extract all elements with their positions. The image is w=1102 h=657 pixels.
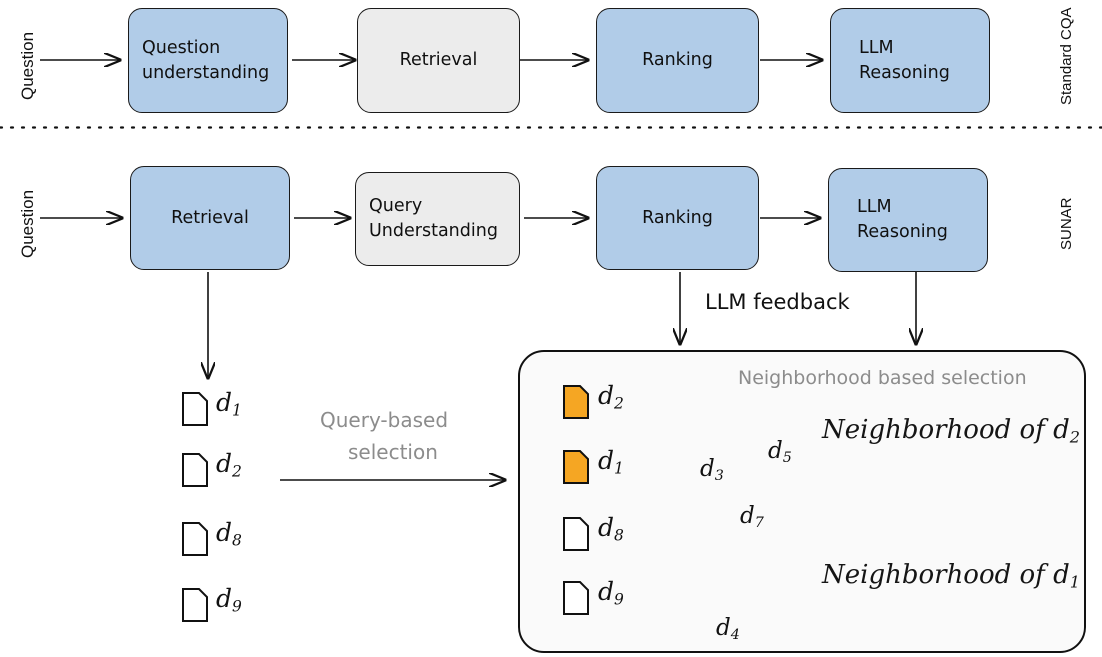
doc-letter: d — [700, 456, 715, 482]
document-icon — [182, 522, 208, 556]
caption-subscript: 2 — [1069, 427, 1080, 447]
panel-doc-label-d8: d8 — [598, 513, 624, 544]
doc-subscript: 3 — [714, 467, 724, 484]
box-line: Retrieval — [171, 207, 249, 228]
doc-label-d2: d2 — [216, 449, 242, 480]
doc-subscript: 2 — [614, 394, 624, 413]
doc-letter: d — [598, 513, 615, 542]
doc-letter: d — [768, 438, 783, 464]
document-icon — [563, 517, 589, 551]
box-line: Reasoning — [857, 222, 948, 242]
row1-side-label: Standard CQA — [1058, 7, 1075, 105]
doc-subscript: 9 — [614, 590, 624, 609]
box-line: Retrieval — [399, 50, 478, 71]
panel-doc-label-d9: d9 — [598, 577, 624, 608]
box-line: Ranking — [642, 207, 713, 228]
box-retrieval-standard[interactable]: Retrieval — [357, 8, 520, 113]
doc-label-d9: d9 — [216, 584, 242, 615]
panel-doc-label-d1: d1 — [598, 446, 624, 477]
doc-subscript: 7 — [754, 514, 764, 531]
box-retrieval-sunar[interactable]: Retrieval — [130, 166, 290, 270]
doc-letter: d — [216, 518, 233, 547]
doc-subscript: 4 — [730, 626, 740, 643]
row1-input-label: Question — [18, 31, 37, 100]
doc-letter: d — [716, 615, 731, 641]
caption-text: Neighborhood of d — [822, 560, 1070, 590]
doc-subscript: 8 — [232, 531, 242, 550]
doc-letter: d — [598, 577, 615, 606]
document-icon-selected — [563, 385, 589, 419]
box-query-understanding[interactable]: Query Understanding — [355, 172, 520, 266]
row2-side-label: SUNAR — [1058, 197, 1075, 250]
query-selection-label-line1: Query-based — [320, 408, 449, 432]
box-llm-reasoning-standard[interactable]: LLM Reasoning — [830, 8, 990, 113]
caption-text: Neighborhood of d — [822, 415, 1070, 445]
box-line: Query — [369, 196, 423, 217]
box-llm-reasoning-sunar[interactable]: LLM Reasoning — [828, 168, 988, 272]
doc-letter: d — [216, 584, 233, 613]
doc-letter: d — [598, 446, 615, 475]
doc-letter: d — [740, 503, 755, 529]
doc-letter: d — [216, 449, 233, 478]
doc-subscript: 1 — [614, 459, 624, 478]
document-icon — [182, 392, 208, 426]
document-icon-selected — [563, 450, 589, 484]
doc-letter: d — [216, 388, 233, 417]
document-icon — [563, 581, 589, 615]
doc-letter: d — [598, 381, 615, 410]
doc-subscript: 9 — [232, 597, 242, 616]
row2-input-label: Question — [18, 189, 37, 258]
box-line: LLM — [857, 197, 892, 218]
box-ranking-sunar[interactable]: Ranking — [596, 166, 759, 270]
doc-label-d8: d8 — [216, 518, 242, 549]
panel-title: Neighborhood based selection — [738, 367, 1027, 389]
cluster1-node-label-d3: d3 — [700, 456, 724, 484]
doc-label-d1: d1 — [216, 388, 242, 419]
doc-subscript: 2 — [232, 462, 242, 481]
llm-feedback-label: LLM feedback — [705, 290, 850, 314]
cluster2-caption: Neighborhood of d1 — [822, 560, 1080, 592]
doc-subscript: 5 — [782, 449, 792, 466]
cluster2-node-label-d4: d4 — [716, 615, 740, 643]
box-line: Understanding — [369, 221, 498, 241]
box-question-understanding[interactable]: Question understanding — [128, 8, 288, 113]
neighborhood-panel — [518, 350, 1086, 653]
document-icon — [182, 453, 208, 487]
cluster2-node-label-d7: d7 — [740, 503, 764, 531]
box-line: understanding — [142, 62, 270, 83]
doc-subscript: 8 — [614, 526, 624, 545]
box-ranking-standard[interactable]: Ranking — [596, 8, 759, 113]
cluster1-node-label-d5: d5 — [768, 438, 792, 466]
box-line: LLM — [859, 37, 894, 58]
caption-subscript: 1 — [1069, 572, 1080, 592]
panel-doc-label-d2: d2 — [598, 381, 624, 412]
cluster1-caption: Neighborhood of d2 — [822, 415, 1080, 447]
box-line: Reasoning — [859, 62, 950, 83]
box-line: Ranking — [642, 50, 713, 71]
document-icon — [182, 588, 208, 622]
box-line: Question — [142, 37, 221, 58]
query-selection-label-line2: selection — [348, 440, 438, 464]
doc-subscript: 1 — [232, 401, 242, 420]
